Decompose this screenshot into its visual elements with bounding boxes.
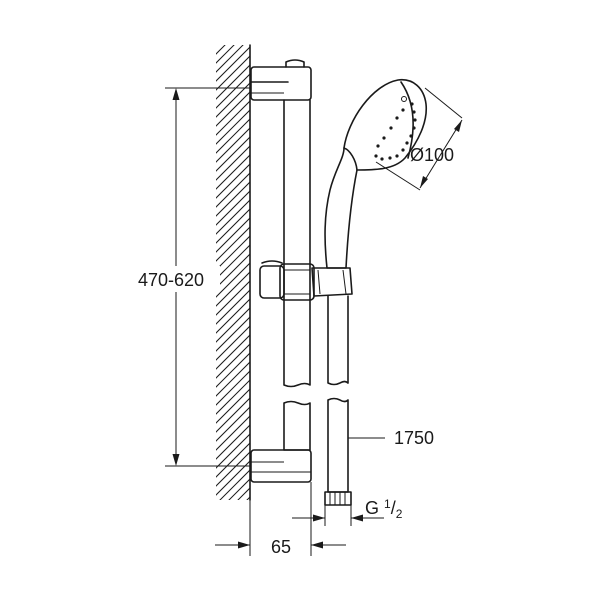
hatch-line [216,45,226,55]
hatch-line [216,298,250,334]
hatch-line [228,478,250,500]
hatch-line [210,545,256,591]
hatch-line [216,334,250,370]
hatch-line [216,388,250,424]
hatch-line [216,406,250,442]
hatch-line [219,469,250,500]
shower-rail [283,99,311,451]
hatch-line [216,271,250,307]
wall-offset-dimension [215,482,346,556]
hatch-line [216,280,250,316]
lower-bracket [250,449,312,483]
hatch-line [216,45,235,64]
hatch-line [216,154,250,190]
wall-hatching [210,44,256,591]
hatch-line [210,518,256,564]
upper-bracket [250,59,312,101]
hatch-line [216,136,250,172]
hatch-line [216,181,250,217]
shower-hose [327,295,349,493]
hatch-line [216,316,250,352]
hatch-line [216,91,250,127]
hatch-line [216,343,250,379]
hatch-line [246,496,250,500]
hatch-line [216,415,250,451]
hatch-line [216,397,250,433]
hatch-line [216,100,250,136]
hatch-line [210,500,256,546]
diameter-dimension [375,87,463,191]
hatch-line [216,442,250,478]
hose-nut [324,491,352,506]
hatch-line [216,172,250,208]
thread-dimension [292,505,384,526]
hatch-line [210,536,256,582]
hose-length-label: 1750 [394,428,434,448]
thread-label: G 1/2 [365,497,403,521]
hatch-line [216,451,250,487]
hatch-line [210,527,256,573]
hatch-line [210,509,256,555]
hatch-line [237,487,250,500]
hatch-line [216,208,250,244]
hatch-line [216,118,250,154]
hatch-line [216,73,250,109]
hatch-line [216,361,250,397]
hatch-line [216,190,250,226]
hatch-line [216,145,250,181]
hatch-line [216,127,250,163]
hatch-line [216,379,250,415]
hatch-line [216,352,250,388]
hatch-line [216,262,250,298]
wall-offset-label: 65 [271,537,291,557]
hatch-line [216,45,244,73]
hatch-line [216,433,250,469]
hatch-line [216,217,250,253]
hatch-line [216,64,250,100]
hatch-line [216,424,250,460]
hatch-line [216,226,250,262]
hatch-line [216,307,250,343]
hatch-line [216,289,250,325]
head-diameter-label: Ø100 [410,145,454,165]
slider [259,260,315,301]
hatch-line [216,163,250,199]
hatch-line [216,55,250,91]
hand-shower [324,79,428,269]
hatch-line [216,460,250,496]
hatch-line [216,325,250,361]
head-holder [311,267,353,297]
hatch-line [216,46,250,82]
spray-nozzles [374,102,417,161]
hatch-line [216,199,250,235]
hatch-line [216,82,250,118]
height-label-bg [125,266,220,292]
hatch-line [216,370,250,406]
hatch-line [216,109,250,145]
height-range-label: 470-620 [138,270,204,290]
